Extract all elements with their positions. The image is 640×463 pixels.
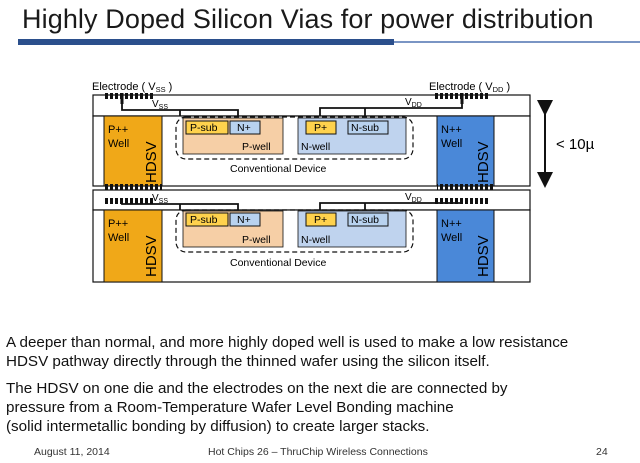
hdsv-label: HDSV xyxy=(475,235,492,277)
p-plus-diffusion xyxy=(305,120,337,135)
n-plus-label: N+ xyxy=(237,214,251,226)
vdd-rail xyxy=(319,104,463,120)
p-well-label: P++ xyxy=(108,218,128,230)
p-well-label: Well xyxy=(108,232,129,244)
paragraph-line: pressure from a Room-Temperature Wafer L… xyxy=(6,399,454,416)
paragraph-line: (solid intermetallic bonding by diffusio… xyxy=(6,418,430,435)
p-plus-label: P+ xyxy=(314,122,327,134)
p-well-text: P-well xyxy=(242,234,271,246)
n-well-label: Well xyxy=(441,232,462,244)
vdd-label: VDD xyxy=(405,192,422,204)
vss-label: VSS xyxy=(152,99,168,111)
n-plus-diffusion xyxy=(229,120,261,135)
p-well-label: P++ xyxy=(108,124,128,136)
p-plus-diffusion xyxy=(305,212,337,227)
paragraph-line: The HDSV on one die and the electrodes o… xyxy=(6,380,508,397)
bottom-pad-left xyxy=(104,184,162,190)
n-hdsv xyxy=(436,209,495,283)
conventional-device-outline xyxy=(175,209,414,253)
thickness-label: < 10µ xyxy=(556,136,595,153)
title-underline xyxy=(18,39,394,45)
n-well-text: N-well xyxy=(301,141,330,153)
n-sub-diffusion xyxy=(347,212,389,227)
electrode-vdd-label: Electrode ( VDD ) xyxy=(429,81,510,94)
p-sub-diffusion xyxy=(185,120,229,135)
conventional-device-outline xyxy=(175,116,414,160)
title-underline-thin xyxy=(394,41,640,43)
vss-electrode-pad xyxy=(104,93,154,99)
vdd-rail xyxy=(319,198,463,214)
hdsv-diagram: Electrode ( VSS ) Electrode ( VDD ) VSS … xyxy=(92,81,595,283)
p-sub-diffusion xyxy=(185,212,229,227)
paragraph-line: HDSV pathway directly through the thinne… xyxy=(6,353,490,370)
n-well-label: Well xyxy=(441,138,462,150)
bottom-pad-right xyxy=(437,184,494,190)
n-well-label: N++ xyxy=(441,124,462,136)
footer-conference: Hot Chips 26 – ThruChip Wireless Connect… xyxy=(208,446,428,458)
slide-title: Highly Doped Silicon Vias for power dist… xyxy=(22,4,594,34)
p-well-label: Well xyxy=(108,138,129,150)
paragraph-hdsv-description: A deeper than normal, and more highly do… xyxy=(6,333,568,371)
footer-date: August 11, 2014 xyxy=(34,446,110,458)
footer-page-number: 24 xyxy=(596,446,608,458)
vdd-label: VDD xyxy=(405,97,422,109)
n-sub-diffusion xyxy=(347,120,389,135)
electrode-vss-label: Electrode ( VSS ) xyxy=(92,81,172,94)
n-plus-label: N+ xyxy=(237,122,251,134)
vss-label: VSS xyxy=(152,193,168,205)
top-die xyxy=(92,93,531,190)
conventional-device-label: Conventional Device xyxy=(230,163,326,175)
top-pad-left xyxy=(104,198,154,204)
n-sub-label: N-sub xyxy=(351,122,379,134)
hdsv-label: HDSV xyxy=(475,141,492,183)
n-well-label: N++ xyxy=(441,218,462,230)
p-sub-label: P-sub xyxy=(190,214,218,226)
paragraph-line: A deeper than normal, and more highly do… xyxy=(6,334,569,351)
n-plus-diffusion xyxy=(229,212,261,227)
p-hdsv xyxy=(103,209,163,283)
conventional-device-label: Conventional Device xyxy=(230,257,326,269)
p-plus-label: P+ xyxy=(314,214,327,226)
p-well-text: P-well xyxy=(242,141,271,153)
hdsv-label: HDSV xyxy=(143,235,160,277)
p-sub-label: P-sub xyxy=(190,122,218,134)
n-well-text: N-well xyxy=(301,234,330,246)
bottom-die xyxy=(92,189,531,283)
paragraph-bonding-description: The HDSV on one die and the electrodes o… xyxy=(6,379,508,436)
hdsv-label: HDSV xyxy=(143,141,160,183)
n-sub-label: N-sub xyxy=(351,214,379,226)
